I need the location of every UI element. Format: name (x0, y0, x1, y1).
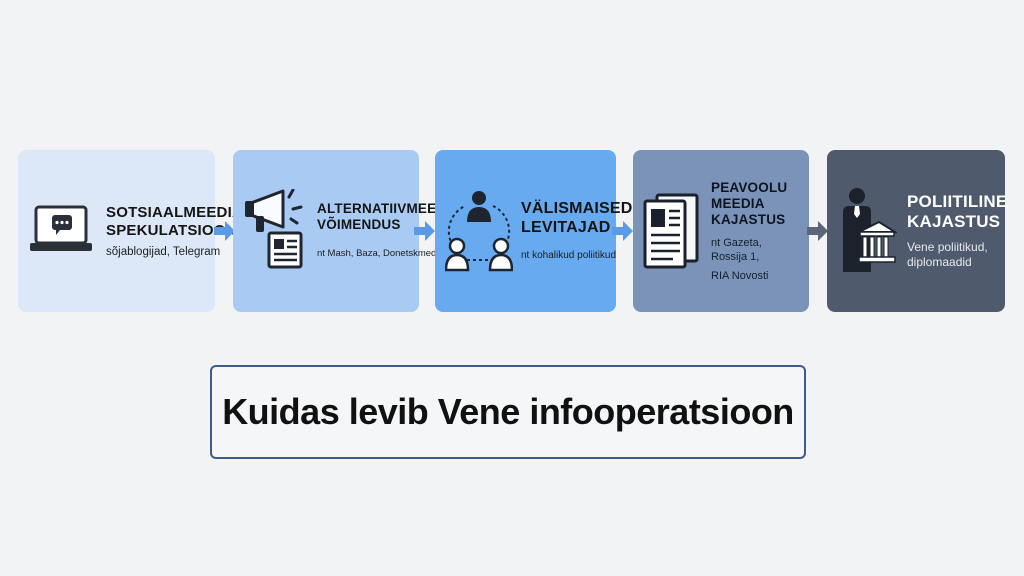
step-social-media: Sotsiaalmeedia spekulatsioon sõjablogija… (18, 150, 243, 312)
caption-box: Kuidas levib Vene infooperatsioon (210, 365, 806, 459)
arrow-right-icon (214, 221, 235, 241)
diagram-caption: Kuidas levib Vene infooperatsioon (222, 391, 794, 432)
megaphone-newspaper-icon (243, 189, 307, 273)
sub-line: Vene poliitikud, (907, 240, 988, 254)
people-network-icon (445, 188, 513, 274)
step-title: Alternatiivmeedia võimendus (317, 201, 460, 233)
step-subtitle: nt Gazeta, Rossija 1, RIA Novosti (711, 236, 799, 283)
step-text: Välismaised levitajad nt kohalikud polii… (521, 199, 633, 263)
step-alternative-media: Alternatiivmeedia võimendus nt Mash, Baz… (233, 150, 460, 312)
step-text: Alternatiivmeedia võimendus nt Mash, Baz… (317, 201, 460, 261)
title-line: Sotsiaalmeedia (106, 203, 243, 221)
step-political-coverage: Poliitiline kajastus Vene poliitikud, di… (827, 150, 1007, 312)
laptop-chat-icon (28, 201, 94, 261)
sub-line: nt Gazeta, Rossija 1, (711, 236, 762, 263)
step-subtitle: nt kohalikud poliitikud (521, 249, 633, 263)
title-line: levitajad (521, 219, 611, 236)
title-line: kajastus (907, 212, 1001, 231)
step-text: Peavoolu meedia kajastus nt Gazeta, Ross… (711, 180, 799, 283)
sub-line: RIA Novosti (711, 269, 769, 282)
step-mainstream-media: Peavoolu meedia kajastus nt Gazeta, Ross… (633, 150, 809, 312)
step-subtitle: sõjablogijad, Telegram (106, 245, 243, 259)
step-title: Peavoolu meedia kajastus (711, 180, 799, 228)
politician-building-icon (837, 186, 897, 276)
title-line: võimendus (317, 217, 401, 232)
title-line: Välismaised (521, 200, 633, 217)
sub-line: nt kohalikud poliitikud (521, 250, 617, 261)
arrow-right-icon (414, 221, 435, 241)
step-subtitle: nt Mash, Baza, Donetskmedia (317, 247, 460, 261)
arrow-right-icon (612, 221, 633, 241)
sub-line: nt Mash, Baza, Donetskmedia (317, 248, 444, 259)
step-subtitle: Vene poliitikud, diplomaadid (907, 240, 1007, 270)
title-line: Poliitiline (907, 192, 1008, 211)
step-title: Sotsiaalmeedia spekulatsioon (106, 204, 243, 240)
newspaper-icon (643, 191, 699, 271)
title-line: kajastus (711, 211, 786, 227)
step-foreign-spreaders: Välismaised levitajad nt kohalikud polii… (435, 150, 632, 312)
step-text: Poliitiline kajastus Vene poliitikud, di… (907, 192, 1007, 270)
step-title: Välismaised levitajad (521, 199, 633, 237)
title-line: Alternatiivmeedia (317, 201, 461, 216)
title-line: Peavoolu meedia (711, 179, 788, 211)
step-title: Poliitiline kajastus (907, 192, 1007, 232)
title-line: spekulatsioon (106, 221, 237, 239)
sub-line: diplomaadid (907, 255, 972, 269)
arrow-right-icon (807, 221, 828, 241)
step-text: Sotsiaalmeedia spekulatsioon sõjablogija… (106, 204, 243, 259)
sub-line: sõjablogijad, Telegram (106, 245, 221, 258)
